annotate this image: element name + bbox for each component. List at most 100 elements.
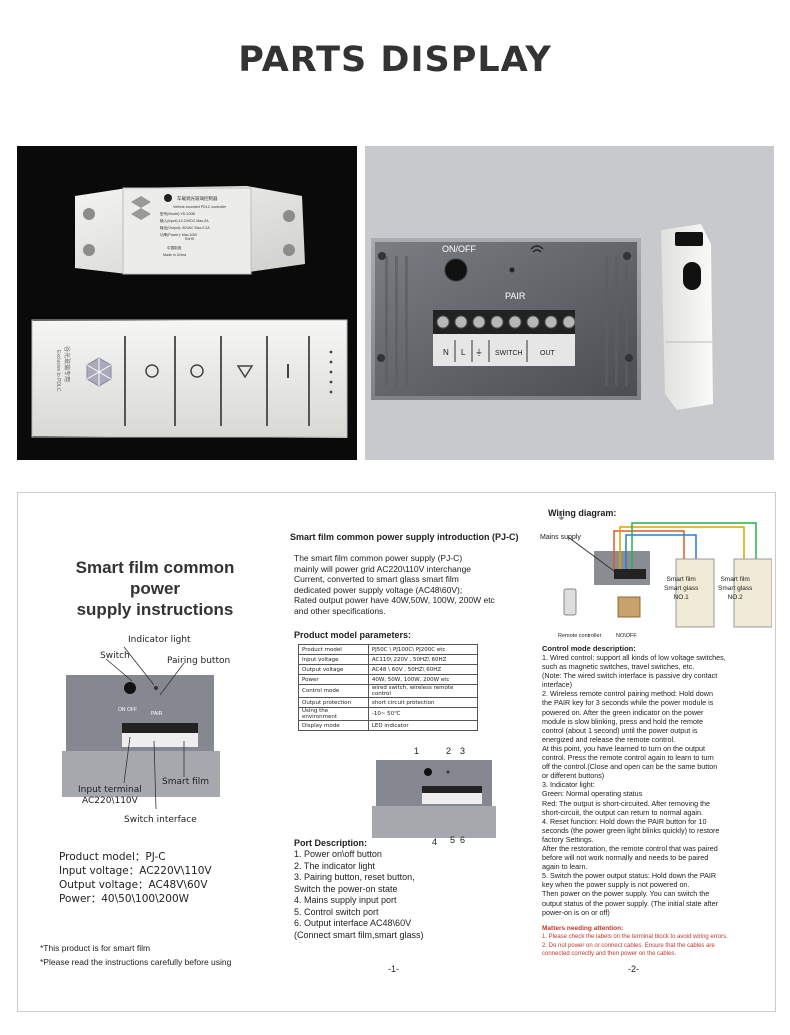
control-line: control (about 1 second) until the power… bbox=[542, 725, 698, 735]
device-diagram: ON OFF PAIR bbox=[62, 646, 220, 810]
booklet-title: Smart film common power supply instructi… bbox=[55, 557, 255, 620]
control-line: such as magnetic switches, travel switch… bbox=[542, 662, 695, 672]
port-line-8: (Connect smart film,smart glass) bbox=[294, 929, 424, 940]
param-value: short circuit protection bbox=[367, 697, 479, 708]
controller-label-line1: 车载调光玻璃控制器 bbox=[177, 195, 218, 202]
power-supply-photo: ON/OFF PAIR N L ⏚ SWITCH OUT bbox=[365, 146, 774, 460]
attention-line: 2. Do not power on or connect cables. En… bbox=[542, 942, 715, 949]
circle-icon bbox=[190, 364, 204, 378]
control-line: power-on is on or off) bbox=[542, 907, 610, 917]
port-line-5: 4. Mains supply input port bbox=[294, 895, 397, 905]
callout-2: 2 bbox=[446, 746, 452, 756]
triangle-down-icon bbox=[236, 365, 254, 379]
port-line-4: Switch the power-on state bbox=[294, 883, 398, 894]
control-line: short-circuit, the output can return to … bbox=[542, 807, 704, 817]
remote-button[interactable] bbox=[683, 262, 701, 290]
terminal-l: L bbox=[461, 348, 466, 357]
port-line-7: 6. Output interface AC48\60V bbox=[294, 918, 412, 928]
control-line: module is slow blinking, press and hold … bbox=[542, 716, 704, 726]
terminal-out: OUT bbox=[540, 350, 556, 357]
panel-1-line2: Smart glass bbox=[664, 585, 699, 592]
remote-brand: 谷光玻璃专用 bbox=[63, 346, 71, 382]
label-smart-film: Smart film bbox=[162, 777, 210, 787]
param-value: AC48 \ 60V , 50HZ\ 60HZ bbox=[367, 664, 479, 675]
panel-1-line1: Smart film bbox=[666, 576, 696, 583]
control-line: 1. Wired control: support all kinds of l… bbox=[542, 653, 726, 662]
on-off-button[interactable] bbox=[444, 258, 468, 282]
controller-label-line2: Vehicle-mounted PDLC controller bbox=[173, 205, 227, 209]
control-line: energized and release the remote control… bbox=[542, 734, 676, 744]
control-line: 2. Wireless remote control pairing metho… bbox=[542, 689, 713, 699]
control-line: before will not work normally and needs … bbox=[542, 853, 709, 863]
booklet-title-line1: Smart film common power bbox=[75, 558, 235, 598]
control-description: 1. Wired control: support all kinds of l… bbox=[542, 653, 774, 917]
control-line: control. Press the remote control again … bbox=[542, 753, 714, 763]
param-name: Input voltage bbox=[298, 654, 369, 665]
pair-label: PAIR bbox=[505, 291, 526, 301]
intro-title: Smart film common power supply introduct… bbox=[290, 532, 519, 542]
booklet-title-line2: supply instructions bbox=[76, 600, 234, 619]
param-value: wired switch, wireless remote control bbox=[367, 684, 479, 698]
intro-line-2: mainly will power grid AC220\110V interc… bbox=[294, 563, 472, 574]
port-title: Port Description: bbox=[294, 838, 368, 848]
control-line: Red: The output is short-circuited. Afte… bbox=[542, 798, 711, 808]
params-title: Product model parameters: bbox=[294, 630, 412, 640]
intro-text: The smart film common power supply (PJ-C… bbox=[294, 553, 495, 616]
controller-label-line8: Made in China bbox=[163, 253, 186, 257]
label-switch-interface: Switch interface bbox=[124, 815, 197, 825]
controller-label-line3: 型号(Model):YD-100B bbox=[160, 211, 196, 216]
param-name: Control mode bbox=[298, 684, 369, 698]
attention-line: 1. Please check the labels on the termin… bbox=[542, 934, 728, 940]
param-name: Output protection bbox=[298, 697, 369, 708]
attention-list: 1. Please check the labels on the termin… bbox=[542, 933, 728, 959]
control-title: Control mode description: bbox=[542, 644, 636, 653]
control-line: After the restoration, the remote contro… bbox=[542, 843, 718, 853]
controller-label-line4: 输入(Input):12-24VDC Max.2A bbox=[160, 218, 209, 223]
controller-photo: 车载调光玻璃控制器 Vehicle-mounted PDLC controlle… bbox=[17, 146, 357, 460]
param-name: Power bbox=[298, 674, 369, 685]
table-row: Using the environment-10~ 50℃ bbox=[298, 707, 479, 721]
port-diagram bbox=[372, 760, 496, 838]
no-off-label: NO\OFF bbox=[616, 633, 637, 639]
spec-list: Product model：PJ-C Input voltage：AC220V\… bbox=[59, 850, 212, 906]
param-name: Display mode bbox=[298, 720, 369, 731]
control-line: 4. Reset function: Hold down the PAIR bu… bbox=[542, 816, 707, 826]
port-line-3: 3. Pairing button, reset button, bbox=[294, 872, 415, 882]
control-line: Then power on the power supply. You can … bbox=[542, 889, 710, 899]
control-line: seconds (the power green light blinks qu… bbox=[542, 825, 720, 835]
label-input-terminal-line2: AC220\110V bbox=[81, 796, 138, 806]
note-read-instructions: *Please read the instructions carefully … bbox=[40, 957, 232, 967]
control-line: interface) bbox=[542, 680, 572, 690]
attention-title: Matters needing attention: bbox=[542, 925, 624, 932]
note-smart-film: *This product is for smart film bbox=[40, 943, 151, 953]
wiring-diagram bbox=[563, 522, 772, 628]
control-line: Green: Normal operating status bbox=[542, 789, 643, 799]
callout-5: 5 bbox=[450, 835, 456, 845]
ground-symbol: ⏚ bbox=[557, 512, 567, 522]
panel-2-label: Smart film Smart glass NO.2 bbox=[718, 575, 752, 602]
rohs-label: RoHS bbox=[185, 237, 195, 241]
label-input-terminal-line1: Input terminal bbox=[78, 785, 142, 795]
mains-supply-label: Mains supply bbox=[540, 534, 581, 541]
panel-2-line3: NO.2 bbox=[727, 594, 743, 601]
intro-line-1: The smart film common power supply (PJ-C… bbox=[294, 553, 463, 563]
label-switch: Switch bbox=[100, 651, 130, 661]
recycle-icon bbox=[145, 364, 159, 378]
spec-product-model: Product model：PJ-C bbox=[59, 851, 166, 863]
label-indicator-light: Indicator light bbox=[128, 635, 191, 645]
control-line: key when the power supply is not powered… bbox=[542, 880, 690, 890]
terminal-n: N bbox=[443, 348, 449, 357]
port-line-2: 2. The indicator light bbox=[294, 860, 375, 871]
panel-2-line2: Smart glass bbox=[718, 585, 753, 592]
remote-controller-label: Remote controller bbox=[558, 633, 602, 639]
controller-label-line7: 中国制造 bbox=[167, 245, 182, 250]
controller-illustration: 车载调光玻璃控制器 Vehicle-mounted PDLC controlle… bbox=[31, 186, 348, 438]
dots-icon bbox=[329, 350, 333, 394]
controller-label-line6: 功率(Power): Max.10W bbox=[160, 232, 198, 237]
